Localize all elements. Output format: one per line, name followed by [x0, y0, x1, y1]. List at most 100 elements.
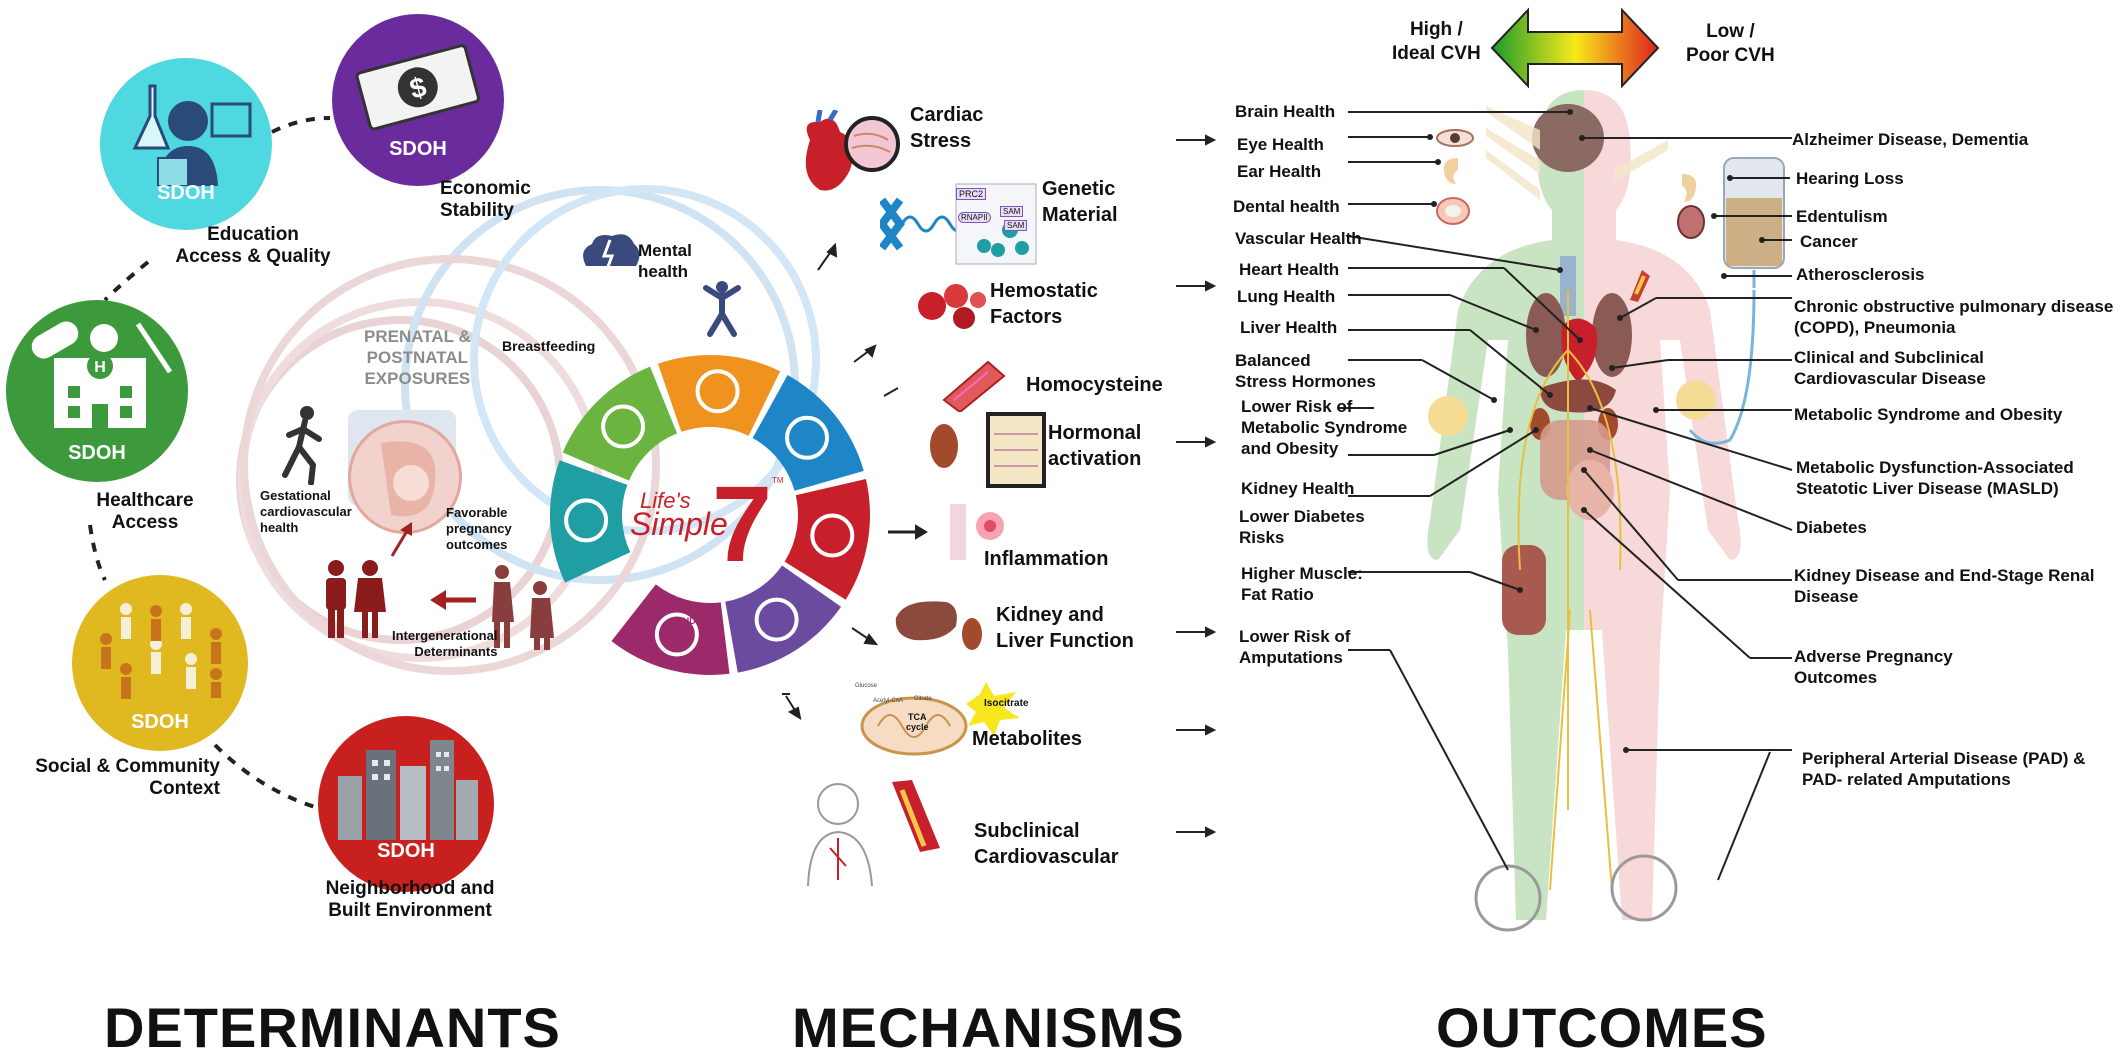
mechanism-hemostatic-label: Hemostatic Factors: [990, 280, 1098, 328]
outcome-diabetes: Diabetes: [1796, 518, 1867, 537]
healthcare-label: Healthcare Access: [96, 490, 194, 533]
isocitrate-label: Isocitrate: [984, 698, 1029, 709]
ls7-tm: TM: [772, 476, 784, 485]
acetyl-label: Acetyl-CoA: [873, 698, 904, 704]
outcome-hearing-loss: Hearing Loss: [1796, 169, 1904, 188]
intergenerational-label: Intergenerational Determinants: [392, 628, 498, 659]
inflammation-cell-icon: [950, 504, 1004, 560]
outcome-vascular-health: Vascular Health: [1235, 229, 1362, 248]
mechanism-arrows: [782, 134, 1217, 838]
sdoh-badge: SDOH: [377, 840, 435, 862]
bp-cuff-icon: [754, 597, 799, 642]
jogger-icon: [282, 406, 322, 485]
fruit-icon: [601, 404, 646, 449]
elderly-walkers-icon: [492, 565, 554, 650]
economic-label: Economic Stability: [440, 178, 531, 221]
ls7-simple: Simple: [630, 506, 728, 542]
section-outcomes: OUTCOMES: [1436, 996, 1768, 1059]
kidney-hormone-icon: [930, 412, 1046, 488]
sdoh-economic-circle: $ SDOH: [332, 14, 504, 186]
blood-pressure-segment: [725, 565, 842, 673]
ear-icon: [1682, 174, 1697, 202]
glucose-segment: [550, 460, 631, 583]
fetus-image: [348, 420, 462, 534]
outcome-masld: Metabolic Dysfunction-Associated Steatot…: [1796, 458, 2074, 498]
outcome-muscle-fat: Higher Muscle: Fat Ratio: [1241, 564, 1363, 604]
outcome-atherosclerosis: Atherosclerosis: [1796, 265, 1925, 284]
liver-kidney-icon: [895, 601, 982, 650]
mechanism-inflammation-label: Inflammation: [984, 548, 1109, 570]
outcome-liver-health: Liver Health: [1240, 318, 1338, 337]
sdoh-healthcare-circle: H SDOH: [6, 300, 188, 482]
scale-icon: [695, 369, 740, 414]
glucose-label: Glucose: [855, 683, 878, 689]
cvh-gradient-arrow: [1490, 7, 1660, 89]
outcome-amputation-risk: Lower Risk of Amputations: [1239, 627, 1351, 667]
svg-text:H: H: [94, 359, 106, 376]
mechanism-metabolites-label: Metabolites: [972, 728, 1083, 750]
breastfeeding-label: Breastfeeding: [502, 338, 596, 354]
outcome-cancer: Cancer: [1800, 232, 1858, 251]
mechanism-kidney-liver-label: Kidney and Liver Function: [996, 604, 1134, 652]
mechanism-homocysteine-label: Homocysteine: [1026, 374, 1163, 396]
gestational-label: Gestational cardiovascular health: [260, 488, 352, 535]
mechanism-subclinical-label: Subclinical Cardiovascular: [974, 820, 1119, 868]
hospital-icon: H: [31, 321, 173, 428]
citrate-label: Citrate: [914, 696, 932, 702]
mental-health-label: Mental health: [638, 241, 692, 281]
genetic-box-sam2: SAM: [1004, 220, 1028, 231]
mouth-icon: [1436, 197, 1470, 225]
cvh-high-label: High / Ideal CVH: [1392, 19, 1481, 64]
mechanism-genetic-label: Genetic Material: [1042, 178, 1118, 226]
sdoh-social-circle: SDOH: [72, 575, 248, 751]
stretch-icon: [785, 415, 830, 460]
outcome-stress-hormones: Balanced Stress Hormones: [1235, 351, 1376, 391]
arrow-left-icon: [430, 590, 476, 610]
sdoh-badge: SDOH: [157, 182, 215, 204]
outcome-cvd: Clinical and Subclinical Cardiovascular …: [1794, 348, 1986, 388]
eye-icon: [1436, 129, 1474, 147]
outcome-connectors: [1338, 109, 1793, 881]
subclinical-person-icon: [807, 780, 940, 887]
neighborhood-label: Neighborhood and Built Environment: [325, 878, 495, 921]
mental-ring: [470, 185, 820, 535]
outcome-ear-health: Ear Health: [1237, 162, 1322, 181]
cvh-low-label: Low / Poor CVH: [1686, 21, 1775, 66]
education-label: Education Access & Quality: [175, 224, 331, 267]
genetic-box-rnapii: RNAPII: [958, 212, 991, 223]
favorable-label: Favorable pregnancy outcomes: [446, 505, 512, 552]
ldl-label: LDL: [699, 640, 717, 650]
tca-label: TCA cycle: [906, 712, 929, 732]
money-icon: $: [355, 44, 480, 131]
artery-icon: [1630, 270, 1650, 302]
outcome-copd: Chronic obstructive pulmonary disease (C…: [1794, 297, 2114, 337]
outcome-dental-health: Dental health: [1233, 197, 1340, 216]
blood-cells-icon: [918, 284, 986, 329]
genetic-illustration-icon: [880, 183, 1037, 265]
activity-segment: [752, 375, 864, 491]
cholesterol-segment: [611, 584, 730, 675]
sdoh-education-circle: SDOH: [100, 58, 272, 230]
mitochondria-icon: [860, 682, 1020, 756]
no-smoking-icon: [810, 513, 855, 558]
genetic-box-prc2: PRC2: [956, 188, 987, 200]
social-label: Social & Community Context: [35, 756, 220, 799]
outcome-metabolic-syndrome: Metabolic Syndrome and Obesity: [1794, 405, 2063, 424]
heart-illustration-icon: [805, 110, 900, 191]
diet-segment: [562, 366, 678, 481]
outcome-pad: Peripheral Arterial Disease (PAD) & PAD-…: [1802, 749, 2086, 789]
outcome-brain-health: Brain Health: [1235, 102, 1336, 121]
outcome-eye-health: Eye Health: [1237, 135, 1324, 154]
prenatal-title: PRENATAL & POSTNATAL EXPOSURES: [364, 327, 471, 388]
community-icon: [100, 603, 222, 699]
outcome-kidney-disease: Kidney Disease and End-Stage Renal Disea…: [1794, 566, 2095, 606]
section-determinants: DETERMINANTS: [104, 996, 561, 1059]
outcome-lung-health: Lung Health: [1237, 287, 1336, 306]
weight-segment: [657, 355, 781, 436]
sdoh-badge: SDOH: [68, 442, 126, 464]
ls7-seven: 7: [712, 463, 773, 584]
brain-lightning-icon: [583, 234, 640, 273]
vessel-icon: [942, 360, 1006, 412]
glucose-meter-icon: [564, 498, 609, 543]
